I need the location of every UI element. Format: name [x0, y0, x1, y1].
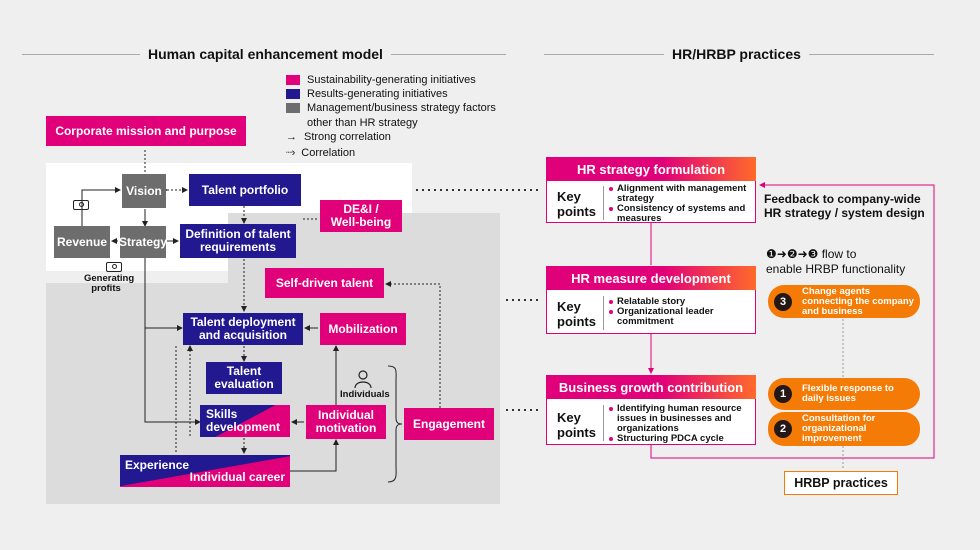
pill-text: Change agents connecting the company and…: [802, 285, 914, 317]
legend-results-label: Results-generating initiatives: [307, 88, 448, 100]
key-points-line-1: Key: [557, 299, 581, 314]
legend-results: Results-generating initiatives: [286, 88, 448, 100]
hr-strategy-title: HR strategy formulation: [546, 157, 756, 181]
definition-line-1: Definition of talent: [185, 227, 291, 241]
gray-swatch: [286, 103, 300, 113]
individual-career-label: Individual career: [189, 470, 285, 484]
pill-flexible-response: 1 Flexible response to daily issues: [768, 378, 920, 410]
key-points-line-1: Key: [557, 410, 581, 425]
talent-evaluation-box: Talent evaluation: [206, 362, 282, 394]
pink-swatch: [286, 75, 300, 85]
individual-motivation-box: Individual motivation: [306, 405, 386, 439]
strategy-box: Strategy: [119, 226, 167, 258]
flow-label: ❶➜❷➜❸ flow to enable HRBP functionality: [766, 247, 905, 277]
business-growth-title: Business growth contribution: [546, 375, 756, 399]
key-points-line-2: points: [557, 314, 596, 329]
dotted-arrow-icon: ┈›: [286, 147, 295, 159]
hr-measure-bullets: Relatable story Organizational leader co…: [609, 297, 749, 327]
flow-line-1: ❶➜❷➜❸ flow to: [766, 247, 857, 261]
hr-measure-title: HR measure development: [546, 266, 756, 290]
navy-swatch: [286, 89, 300, 99]
bullet-item: Identifying human resource issues in bus…: [609, 404, 749, 434]
feedback-line-2: HR strategy / system design: [764, 206, 925, 220]
feedback-line-1: Feedback to company-wide: [764, 192, 921, 206]
dei-wellbeing-box: DE&I / Well-being: [320, 200, 402, 232]
pill-text: Consultation for organizational improvem…: [802, 413, 876, 444]
deployment-line-2: and acquisition: [198, 328, 287, 342]
pill-consultation: 2 Consultation for organizational improv…: [768, 412, 920, 446]
engagement-box: Engagement: [404, 408, 494, 440]
business-growth-bullets: Identifying human resource issues in bus…: [609, 404, 749, 444]
skills-line-1: Skills: [206, 407, 238, 421]
definition-box: Definition of talent requirements: [180, 224, 296, 258]
flow-line-2: enable HRBP functionality: [766, 262, 906, 276]
money-icon: [106, 262, 122, 272]
evaluation-line-1: Talent: [226, 364, 262, 378]
pill-change-agents: 3 Change agents connecting the company a…: [768, 285, 920, 318]
experience-label: Experience: [125, 458, 190, 472]
motivation-line-2: motivation: [315, 421, 377, 435]
left-section-title: Human capital enhancement model: [140, 46, 391, 62]
legend-strong: → Strong correlation: [286, 131, 391, 143]
generating-profits-line-1: Generating: [84, 273, 135, 284]
revenue-box: Revenue: [54, 226, 110, 258]
number-2-icon: 2: [774, 420, 792, 438]
key-points-line-2: points: [557, 204, 596, 219]
skills-development-box: Skills development: [200, 405, 290, 437]
corporate-mission-box: Corporate mission and purpose: [46, 116, 246, 146]
dei-line-2: Well-being: [330, 215, 392, 229]
legend-sustainability-label: Sustainability-generating initiatives: [307, 74, 476, 86]
bullet-item: Consistency of systems and measures: [609, 204, 749, 224]
feedback-label: Feedback to company-wide HR strategy / s…: [764, 192, 925, 220]
talent-portfolio-box: Talent portfolio: [189, 174, 301, 206]
bullet-item: Organizational leader commitment: [609, 307, 749, 327]
key-points-line-2: points: [557, 425, 596, 440]
self-driven-talent-box: Self-driven talent: [265, 268, 384, 298]
evaluation-line-2: evaluation: [214, 377, 274, 391]
pill-text: Flexible response to daily issues: [802, 383, 894, 404]
bullet-item: Relatable story: [609, 297, 749, 307]
bullet-item: Alignment with management strategy: [609, 184, 749, 204]
individuals-label: Individuals: [340, 389, 390, 400]
hr-strategy-bullets: Alignment with management strategy Consi…: [609, 184, 749, 224]
legend-management-label-2: other than HR strategy: [307, 117, 418, 129]
deployment-line-1: Talent deployment: [190, 315, 296, 329]
generating-profits-label: Generating profits: [84, 273, 135, 294]
right-section-title: HR/HRBP practices: [664, 46, 809, 62]
number-3-icon: 3: [774, 292, 792, 311]
generating-profits-line-2: profits: [91, 283, 121, 294]
hrbp-practices-box: HRBP practices: [784, 471, 898, 495]
number-1-icon: 1: [774, 385, 792, 403]
skills-line-2: development: [206, 420, 281, 434]
legend-management-label: Management/business strategy factors: [307, 102, 496, 114]
bullet-item: Structuring PDCA cycle: [609, 434, 749, 444]
legend-correlation: ┈› Correlation: [286, 146, 356, 160]
legend-strong-label: Strong correlation: [304, 131, 391, 143]
talent-deployment-box: Talent deployment and acquisition: [183, 313, 303, 345]
definition-line-2: requirements: [199, 240, 277, 254]
key-points-divider: [603, 405, 604, 441]
key-points-line-1: Key: [557, 189, 581, 204]
vision-box: Vision: [122, 174, 166, 208]
dei-line-1: DE&I /: [343, 202, 379, 216]
mobilization-box: Mobilization: [320, 313, 406, 345]
legend-management: Management/business strategy factors: [286, 102, 496, 114]
key-points-divider: [603, 186, 604, 220]
motivation-line-1: Individual: [317, 408, 374, 422]
key-points-divider: [603, 296, 604, 330]
solid-arrow-icon: →: [286, 131, 297, 143]
legend-sustainability: Sustainability-generating initiatives: [286, 74, 476, 86]
experience-career-box: Experience Individual career: [120, 455, 290, 487]
money-icon: [73, 200, 89, 210]
legend-correlation-label: Correlation: [301, 146, 356, 159]
